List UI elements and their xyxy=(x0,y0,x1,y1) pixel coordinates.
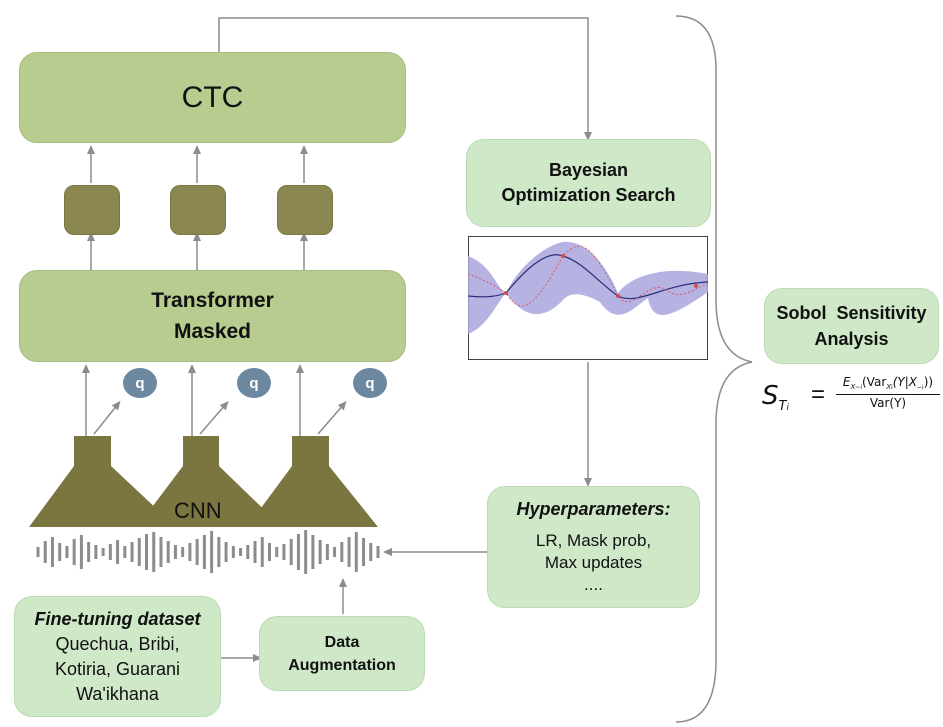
transformer-label-line1: Transformer xyxy=(151,289,274,312)
sobol-formula: STi = EX~i(VarXi(Y|X~i)) Var(Y) xyxy=(762,375,942,415)
quantizer-badge-3: q xyxy=(353,368,387,398)
sample-point-2 xyxy=(561,254,565,258)
bayesian-label-line2: Optimization Search xyxy=(501,185,676,205)
formula-denominator: Var(Y) xyxy=(869,396,907,410)
dataset-line3: Wa'ikhana xyxy=(76,683,159,704)
quantizer-badge-2: q xyxy=(237,368,271,398)
hyperparameters-title: Hyperparameters: xyxy=(516,499,671,519)
hyperparameters-line1: LR, Mask prob, xyxy=(535,531,652,550)
cnn-encoder-2 xyxy=(137,436,282,527)
feature-block-1 xyxy=(64,185,120,235)
sample-point-4 xyxy=(694,284,698,288)
formula-expectation: E xyxy=(842,375,851,389)
ctc-to-bayesian-arrow xyxy=(218,17,592,141)
quantizer-label-2: q xyxy=(249,374,259,392)
feature-block-2 xyxy=(170,185,226,235)
quantizer-label-1: q xyxy=(135,374,145,392)
formula-numerator: EX~i(VarXi(Y|X~i)) xyxy=(842,375,934,392)
formula-lhs: S xyxy=(762,381,779,411)
hyperparameters-line3: .... xyxy=(584,575,603,594)
cnn-encoder-3 xyxy=(247,436,378,527)
sobol-box: Sobol Sensitivity Analysis xyxy=(764,288,939,364)
ctc-label: CTC xyxy=(181,80,244,114)
hyperparameters-line2: Max updates xyxy=(544,553,643,572)
transformer-label-line2: Masked xyxy=(173,320,252,343)
quantizer-badge-1: q xyxy=(123,368,157,398)
formula-var-args: (Y|X xyxy=(892,375,917,389)
cnn3-to-q-arrow xyxy=(317,400,347,435)
curly-brace xyxy=(675,15,753,723)
cnn-encoder-1 xyxy=(29,436,176,527)
feature-block-3 xyxy=(277,185,333,235)
sample-point-1 xyxy=(504,291,508,295)
cnn-label: CNN xyxy=(174,498,222,523)
gaussian-process-plot xyxy=(468,236,708,360)
quantizer-label-3: q xyxy=(365,374,375,392)
formula-lhs-subsub: i xyxy=(786,403,789,413)
augmentation-line2: Augmentation xyxy=(288,656,396,674)
transformer-box: Transformer Masked xyxy=(19,270,406,362)
bayesian-box: Bayesian Optimization Search xyxy=(466,139,711,227)
sobol-line1: Sobol Sensitivity xyxy=(776,303,927,323)
dataset-box: Fine-tuning dataset Quechua, Bribi, Koti… xyxy=(14,596,221,717)
formula-var-sub: X xyxy=(886,383,892,392)
dataset-line1: Quechua, Bribi, xyxy=(55,633,180,654)
cnn1-to-q-arrow xyxy=(93,400,121,435)
formula-var: (Var xyxy=(862,375,887,389)
sobol-line2: Analysis xyxy=(814,329,889,349)
objective-curve xyxy=(468,245,708,307)
cnn2-to-q-arrow xyxy=(199,400,229,435)
dataset-line2: Kotiria, Guarani xyxy=(54,658,181,679)
augmentation-box: Data Augmentation xyxy=(259,616,425,691)
dataset-title: Fine-tuning dataset xyxy=(34,608,201,629)
sample-point-3 xyxy=(616,294,620,298)
confidence-band xyxy=(468,241,708,334)
formula-lhs-sub: T xyxy=(778,399,787,414)
hyperparameters-box: Hyperparameters: LR, Mask prob, Max upda… xyxy=(487,486,700,608)
formula-expectation-sub: X xyxy=(850,383,856,392)
ctc-box: CTC xyxy=(19,52,406,143)
augmentation-line1: Data xyxy=(324,633,360,651)
bayesian-label-line1: Bayesian xyxy=(548,160,629,180)
mean-curve xyxy=(468,254,708,300)
